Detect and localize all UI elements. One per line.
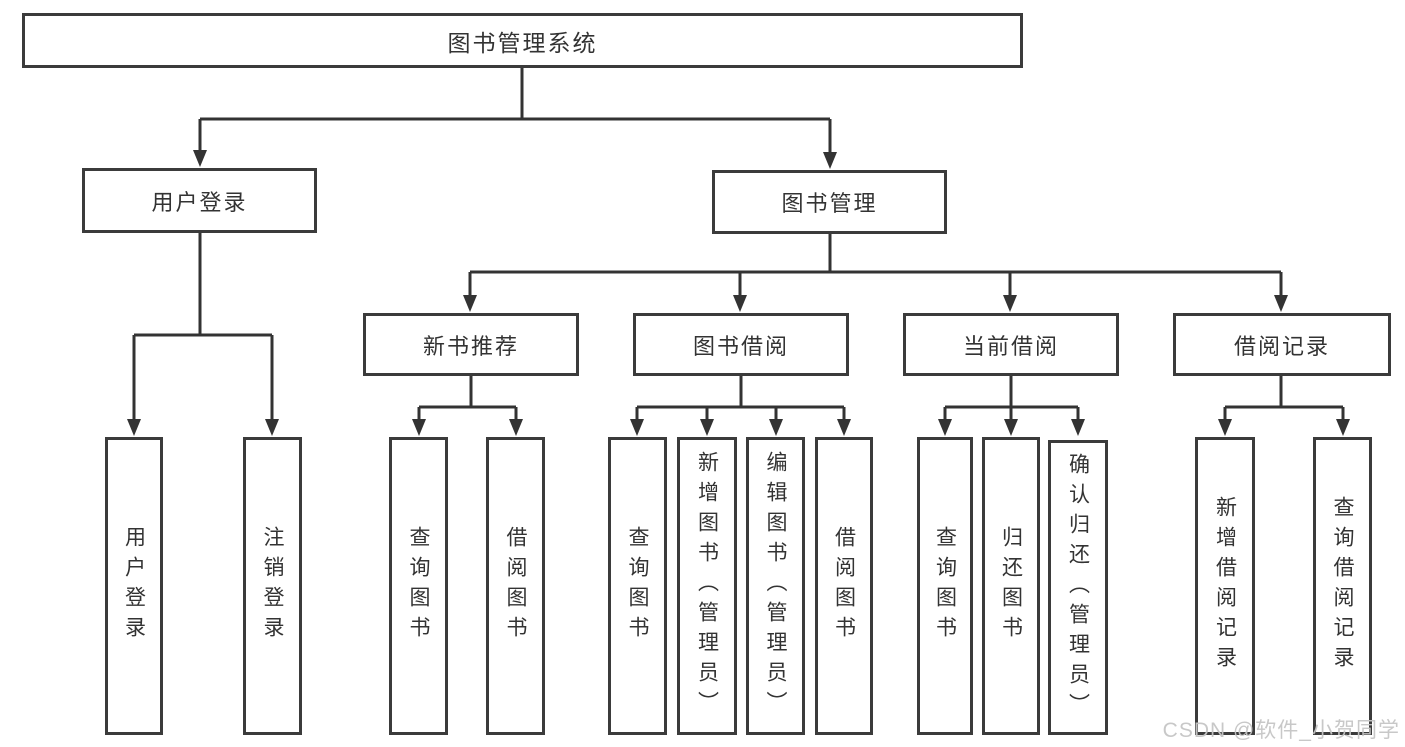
- csdn-watermark: CSDN @软件_小贺同学: [1162, 719, 1400, 742]
- node-borrowing-records: 借阅记录: [1173, 313, 1391, 376]
- node-new-book-recommend: 新书推荐: [363, 313, 579, 376]
- leaf-query-books: 查询图书: [389, 437, 448, 735]
- arrow-icon: [938, 419, 952, 436]
- node-library-management-system: 图书管理系统: [22, 13, 1023, 68]
- arrow-icon: [1218, 419, 1232, 436]
- arrow-icon: [769, 419, 783, 436]
- leaf-query-books: 查询图书: [608, 437, 667, 735]
- arrow-icon: [1071, 419, 1085, 436]
- arrow-icon: [733, 295, 747, 312]
- leaf-add-borrow-record: 新增借阅记录: [1195, 437, 1255, 735]
- arrow-icon: [463, 295, 477, 312]
- node-book-management: 图书管理: [712, 170, 947, 234]
- arrow-icon: [127, 419, 141, 436]
- leaf-logout: 注销登录: [243, 437, 302, 735]
- leaf-add-book-admin: 新增图书（管理员）: [677, 437, 737, 735]
- arrow-icon: [700, 419, 714, 436]
- arrow-icon: [630, 419, 644, 436]
- leaf-return-books: 归还图书: [982, 437, 1040, 735]
- arrow-icon: [509, 419, 523, 436]
- leaf-query-books: 查询图书: [917, 437, 973, 735]
- arrow-icon: [823, 152, 837, 169]
- leaf-query-borrow-record: 查询借阅记录: [1313, 437, 1372, 735]
- arrow-icon: [1003, 295, 1017, 312]
- node-user-login: 用户登录: [82, 168, 317, 233]
- arrow-icon: [265, 419, 279, 436]
- arrow-icon: [1336, 419, 1350, 436]
- arrow-icon: [837, 419, 851, 436]
- arrow-icon: [193, 150, 207, 167]
- leaf-borrow-books: 借阅图书: [815, 437, 873, 735]
- leaf-user-login: 用户登录: [105, 437, 163, 735]
- leaf-confirm-return-admin: 确认归还（管理员）: [1048, 440, 1108, 735]
- node-current-borrowing: 当前借阅: [903, 313, 1119, 376]
- leaf-borrow-books: 借阅图书: [486, 437, 545, 735]
- node-book-borrowing: 图书借阅: [633, 313, 849, 376]
- arrow-icon: [1004, 419, 1018, 436]
- arrow-icon: [412, 419, 426, 436]
- leaf-edit-book-admin: 编辑图书（管理员）: [746, 437, 805, 735]
- arrow-icon: [1274, 295, 1288, 312]
